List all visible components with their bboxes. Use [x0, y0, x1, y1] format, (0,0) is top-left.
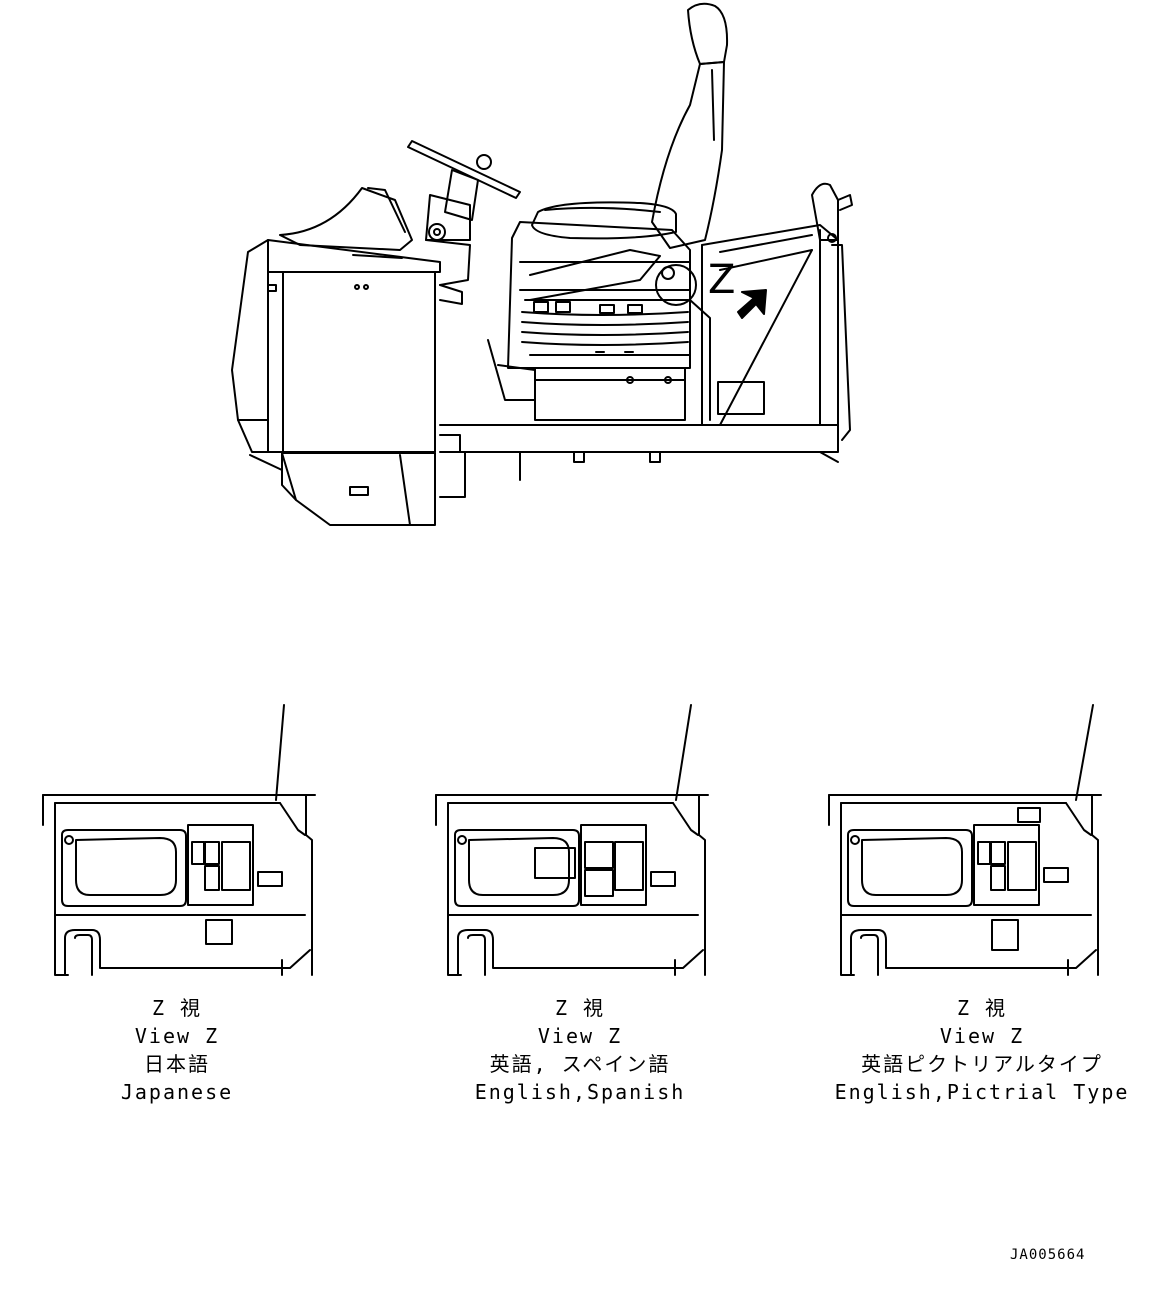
machine-side-view: [231, 2, 853, 526]
seat-base: [534, 367, 686, 421]
view-z-arrow: [737, 289, 767, 319]
language-label-jp: 日本語: [144, 1052, 210, 1076]
language-label-en: English,Spanish: [474, 1080, 686, 1104]
rear-box: [701, 224, 839, 426]
front-cover: [231, 239, 436, 453]
view-label-en: View Z: [134, 1024, 220, 1048]
leader-line: [1075, 704, 1094, 801]
caption-english-pictorial: Z 視 View Z 英語ピクトリアルタイプ English,Pictrial …: [832, 994, 1132, 1106]
caption-english-spanish: Z 視 View Z 英語, スペイン語 English,Spanish: [430, 994, 730, 1106]
floor-plate: [439, 424, 839, 498]
view-z-panel-english-pictorial: [828, 704, 1102, 976]
view-z-panel-english-spanish: [435, 704, 709, 976]
view-label-jp: Z 視: [956, 996, 1008, 1020]
seat-lever: [487, 264, 711, 421]
view-z-marker: Z: [708, 257, 736, 303]
seat-cushion: [531, 201, 677, 240]
view-label-en: View Z: [939, 1024, 1025, 1048]
language-label-jp: 英語ピクトリアルタイプ: [861, 1052, 1103, 1076]
reference-code: JA005664: [1010, 1247, 1086, 1263]
view-z-panel-japanese: [42, 704, 316, 976]
language-label-en: Japanese: [120, 1080, 234, 1104]
rear-pillar: [811, 182, 853, 441]
seat-backrest: [651, 2, 729, 249]
caption-japanese: Z 視 View Z 日本語 Japanese: [27, 994, 327, 1106]
lower-box: [249, 452, 436, 526]
leader-line: [675, 704, 692, 801]
seat-suspension: [507, 221, 691, 369]
language-label-jp: 英語, スペイン語: [489, 1052, 671, 1076]
view-label-jp: Z 視: [554, 996, 606, 1020]
view-label-jp: Z 視: [151, 996, 203, 1020]
front-console: [267, 187, 441, 290]
steering-column: [407, 140, 521, 305]
leader-line: [275, 704, 285, 801]
view-label-en: View Z: [537, 1024, 623, 1048]
language-label-en: English,Pictrial Type: [834, 1080, 1130, 1104]
